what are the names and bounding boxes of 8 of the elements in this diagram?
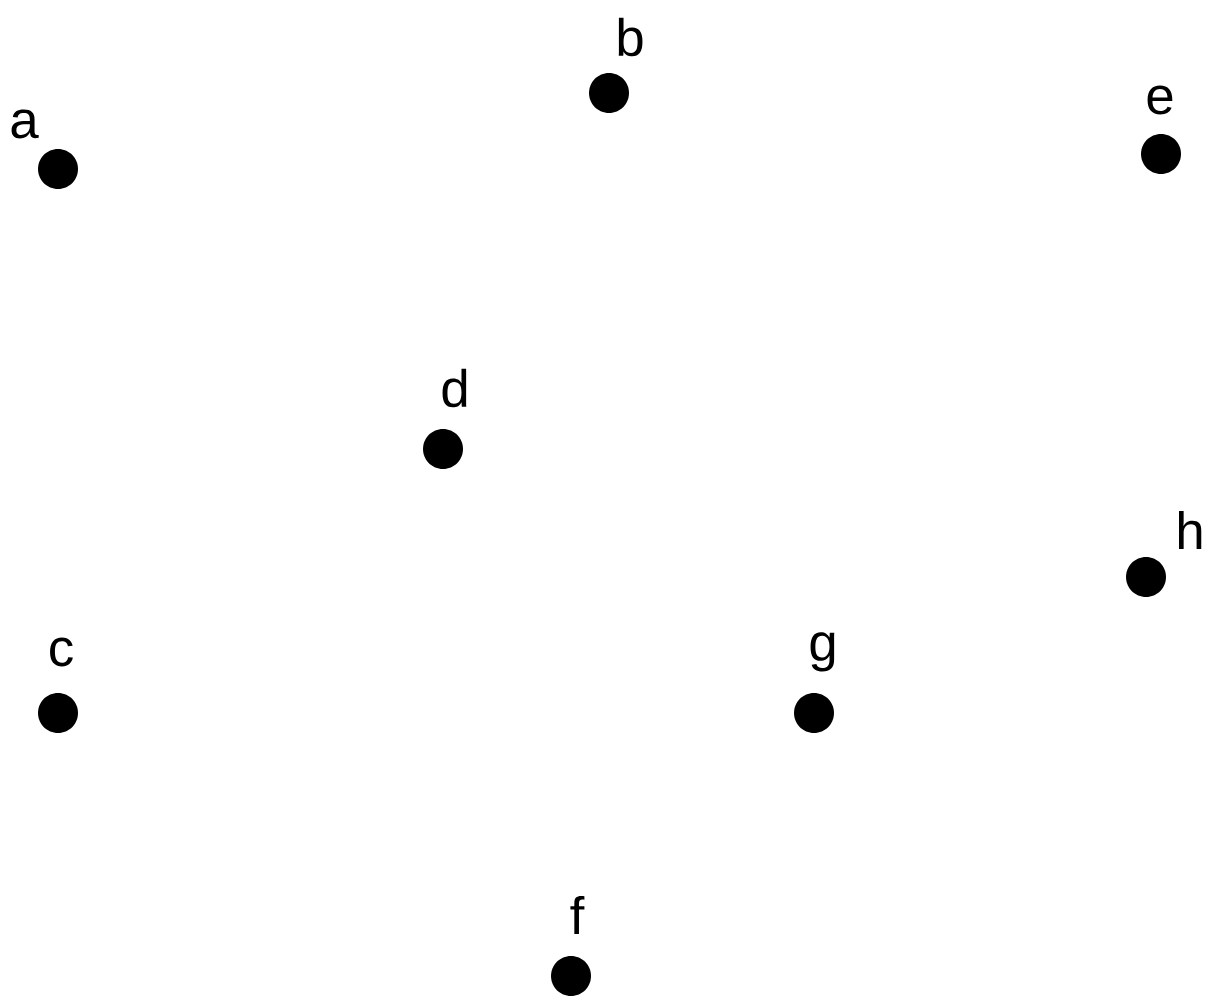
point-label: c <box>50 637 73 667</box>
point-label: a <box>11 109 39 139</box>
point-label: d <box>442 368 467 408</box>
point-label: f <box>570 895 585 935</box>
point-label: h <box>1179 510 1202 550</box>
point-label: b <box>618 17 643 57</box>
point-label: g <box>810 632 835 672</box>
point-label: e <box>1147 85 1173 115</box>
